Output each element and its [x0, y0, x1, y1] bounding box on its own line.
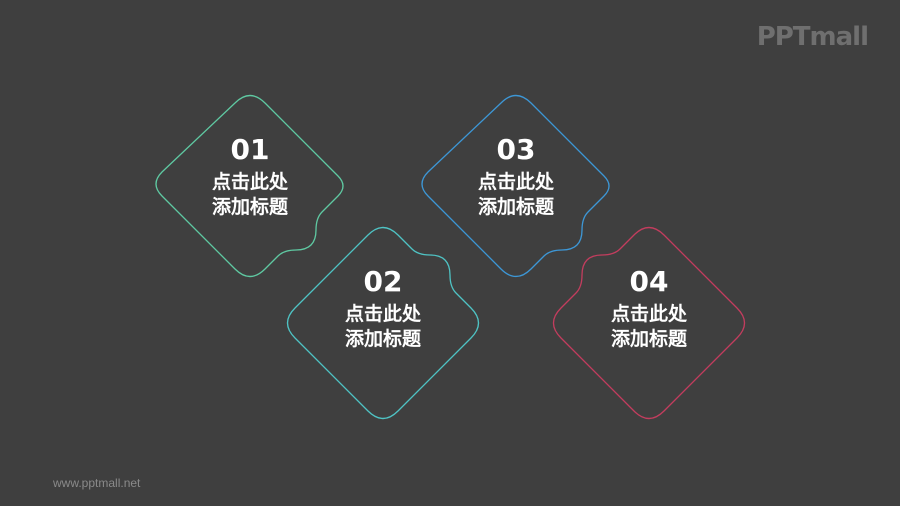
- card-4-number: 04: [629, 265, 669, 298]
- card-4-text: 04 点击此处 添加标题: [569, 265, 729, 352]
- card-1-title-line2[interactable]: 添加标题: [211, 196, 288, 218]
- card-4-title-line2[interactable]: 添加标题: [610, 328, 687, 350]
- card-3-title-line1[interactable]: 点击此处: [477, 171, 554, 193]
- card-1-number: 01: [230, 133, 270, 166]
- card-2-text: 02 点击此处 添加标题: [303, 265, 463, 352]
- card-4-title-line1[interactable]: 点击此处: [610, 303, 687, 325]
- card-4-outline: [552, 226, 746, 420]
- card-2-outline: [286, 226, 480, 420]
- card-1-title-line1[interactable]: 点击此处: [211, 171, 288, 193]
- card-1-text: 01 点击此处 添加标题: [170, 133, 330, 220]
- card-2-title-line1[interactable]: 点击此处: [344, 303, 421, 325]
- brand-logo: PPTmall: [756, 22, 869, 52]
- card-3-number: 03: [496, 133, 536, 166]
- card-3-text: 03 点击此处 添加标题: [436, 133, 596, 220]
- card-3-outline: [421, 94, 610, 278]
- website-url: www.pptmall.net: [53, 476, 141, 490]
- card-3-title-line2[interactable]: 添加标题: [477, 196, 554, 218]
- card-2-number: 02: [363, 265, 403, 298]
- card-2-title-line2[interactable]: 添加标题: [344, 328, 421, 350]
- card-1-outline: [155, 94, 344, 278]
